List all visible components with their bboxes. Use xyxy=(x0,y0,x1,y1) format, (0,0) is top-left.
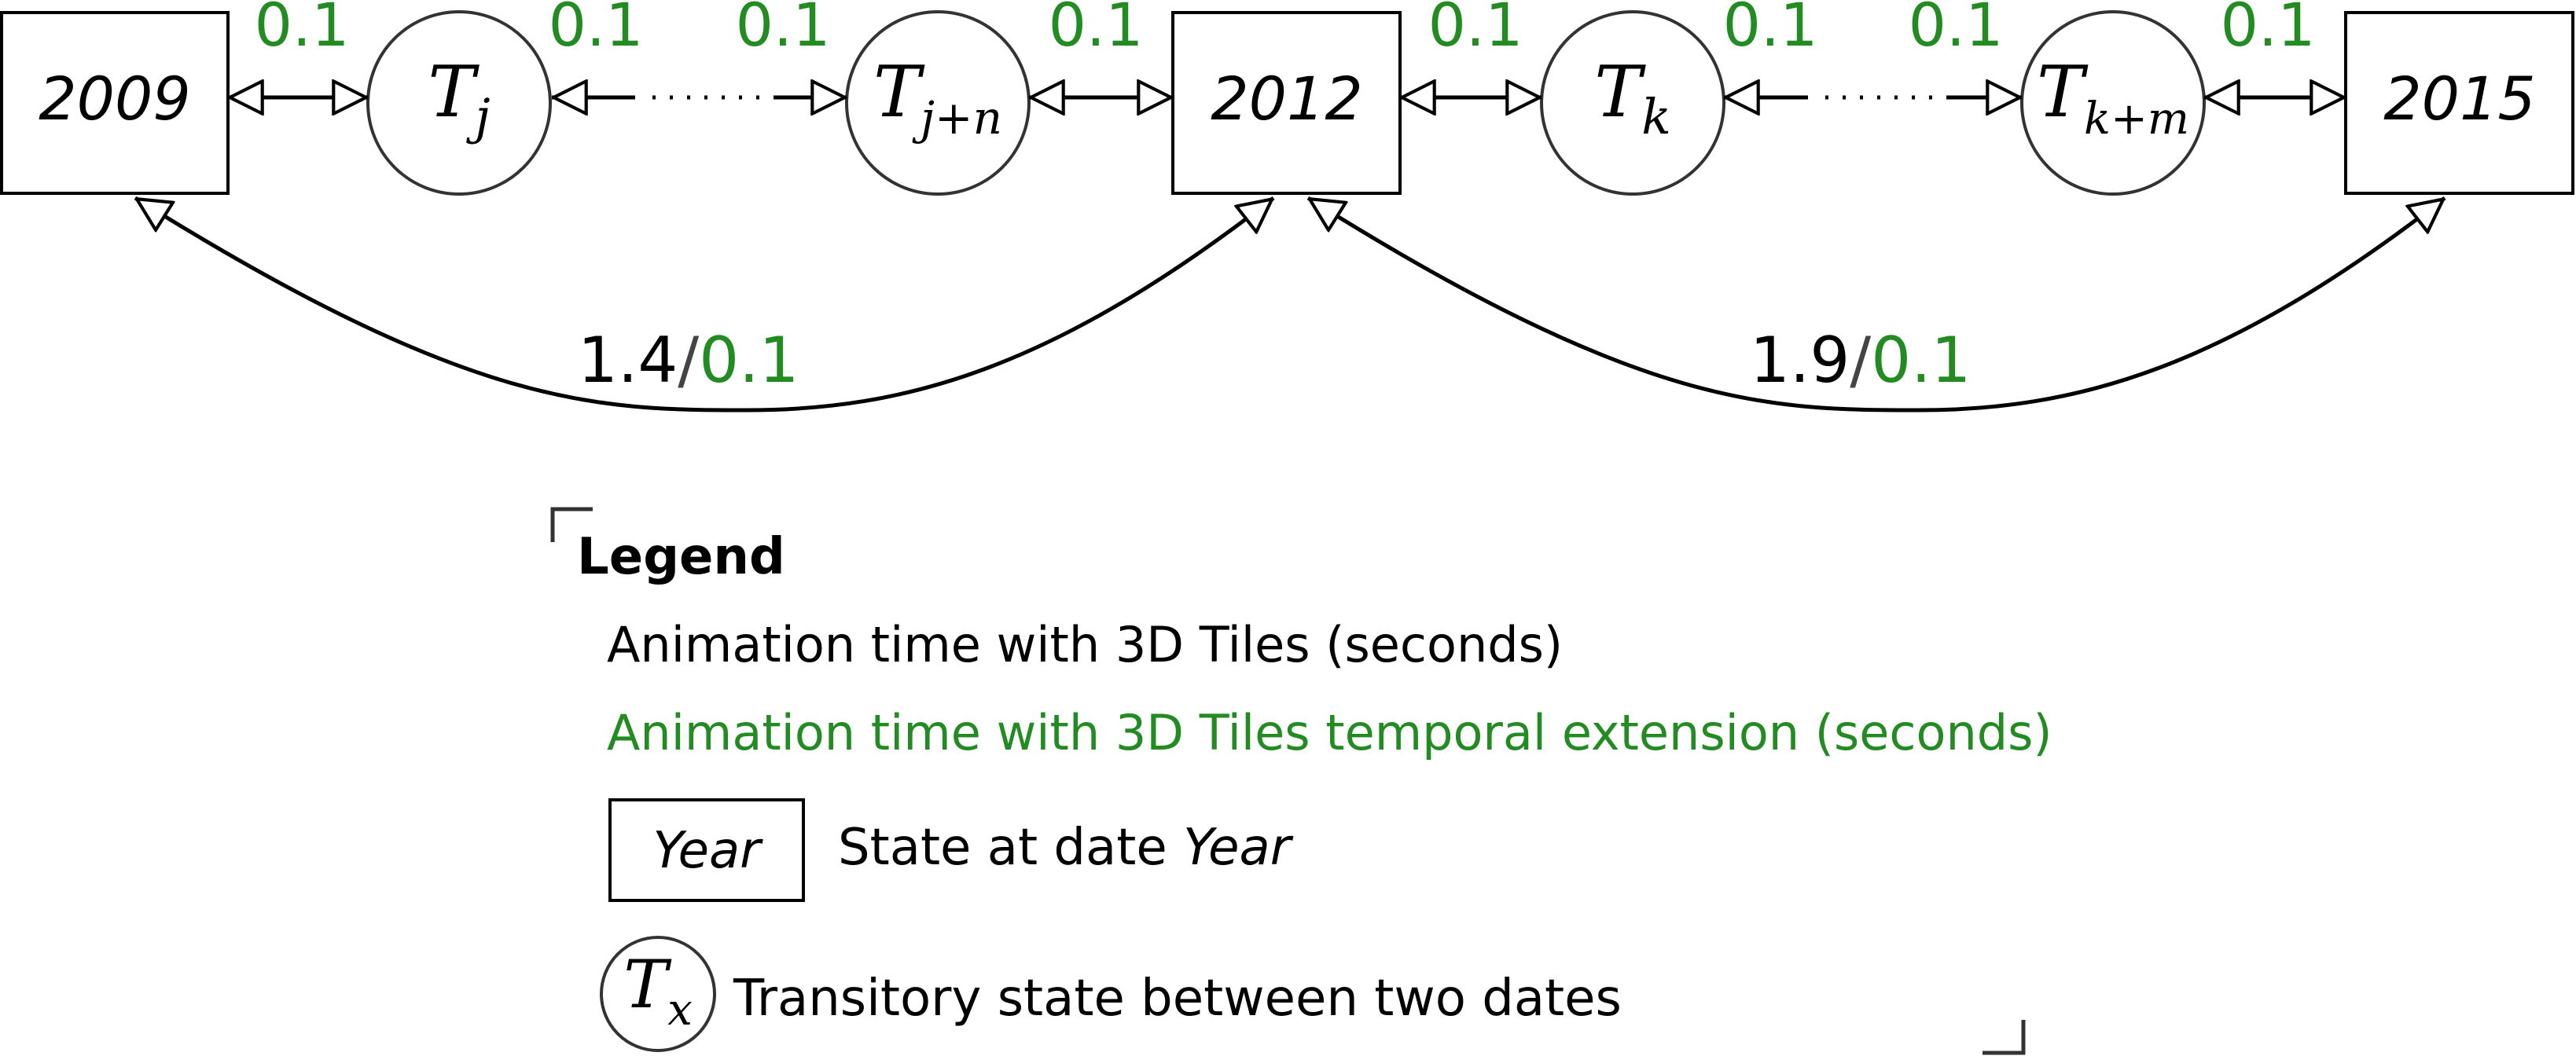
year-state-2012: 2012 xyxy=(1171,11,1402,195)
edge-label-8: 0.1 xyxy=(2221,0,2316,60)
year-2009-label: 2009 xyxy=(39,64,190,134)
transitory-state-tj: Tj xyxy=(366,10,552,196)
legend-year-desc-prefix: State at date xyxy=(838,819,1183,877)
transitory-state-tkm: Tk+m xyxy=(2020,10,2206,196)
legend-transitory-item: Tx Transitory state between two dates xyxy=(600,936,1622,1052)
tjn-base: T xyxy=(873,51,925,134)
year-state-2015: 2015 xyxy=(2344,11,2574,195)
arc-label-right: 1.9/0.1 xyxy=(1750,324,1971,397)
svg-text:Tx: Tx xyxy=(623,946,693,1036)
tjn-sub: j+n xyxy=(912,91,1002,145)
tj-base: T xyxy=(428,51,480,134)
legend-year-box-text: Year xyxy=(653,822,764,880)
svg-text:Tk+m: Tk+m xyxy=(2037,51,2189,145)
legend-transitory-desc: Transitory state between two dates xyxy=(733,970,1622,1028)
arc-label-left: 1.4/0.1 xyxy=(578,324,799,397)
edge-label-2: 0.1 xyxy=(549,0,644,60)
edge-label-6: 0.1 xyxy=(1723,0,1818,60)
edge-label-3: 0.1 xyxy=(736,0,831,60)
legend-year-item: Year State at date Year xyxy=(608,798,1294,902)
legend-transitory-base: T xyxy=(623,946,672,1023)
legend-year-box xyxy=(608,798,805,902)
legend-corner-bottom-right xyxy=(1983,1020,2026,1055)
tk-base: T xyxy=(1594,51,1646,134)
legend-transitory-circle xyxy=(600,936,716,1052)
edge-labels: 0.1 0.1 0.1 0.1 0.1 0.1 0.1 0.1 xyxy=(255,0,2316,60)
year-state-2009: 2009 xyxy=(0,11,230,195)
tk-sub: k xyxy=(1641,88,1671,145)
arc-left-sep: / xyxy=(678,324,699,397)
legend-year-desc-italic: Year xyxy=(1183,819,1294,877)
year-2015-label: 2015 xyxy=(2383,64,2535,134)
arc-left-tiles: 1.4 xyxy=(578,324,678,397)
edge-label-1: 0.1 xyxy=(255,0,350,60)
legend-transitory-sub: x xyxy=(667,984,693,1036)
svg-text:Tj+n: Tj+n xyxy=(873,51,1002,145)
edge-label-7: 0.1 xyxy=(1909,0,2004,60)
edge-label-4: 0.1 xyxy=(1049,0,1144,60)
transitory-state-tjn: Tj+n xyxy=(845,10,1031,196)
arc-2012-2015 xyxy=(1308,196,2445,412)
legend-corner-top-left xyxy=(550,507,593,542)
transitory-state-tk: Tk xyxy=(1540,10,1725,196)
tkm-sub: k+m xyxy=(2084,94,2189,145)
legend: Legend Animation time with 3D Tiles (sec… xyxy=(550,507,2052,1055)
arc-right-temporal: 0.1 xyxy=(1871,324,1971,397)
edge-label-5: 0.1 xyxy=(1428,0,1523,60)
legend-temporal-label: Animation time with 3D Tiles temporal ex… xyxy=(607,704,2052,761)
svg-text:Tj: Tj xyxy=(428,51,490,145)
arc-left-temporal: 0.1 xyxy=(699,324,799,397)
arc-right-tiles: 1.9 xyxy=(1750,324,1850,397)
arc-right-sep: / xyxy=(1850,324,1871,397)
tkm-base: T xyxy=(2037,51,2089,134)
svg-text:Tk: Tk xyxy=(1594,51,1671,145)
arc-2009-2012 xyxy=(135,196,1273,412)
year-2012-label: 2012 xyxy=(1211,64,1362,134)
legend-title: Legend xyxy=(577,528,785,586)
legend-tiles-label: Animation time with 3D Tiles (seconds) xyxy=(607,616,1563,673)
legend-year-desc: State at date Year xyxy=(838,819,1294,877)
